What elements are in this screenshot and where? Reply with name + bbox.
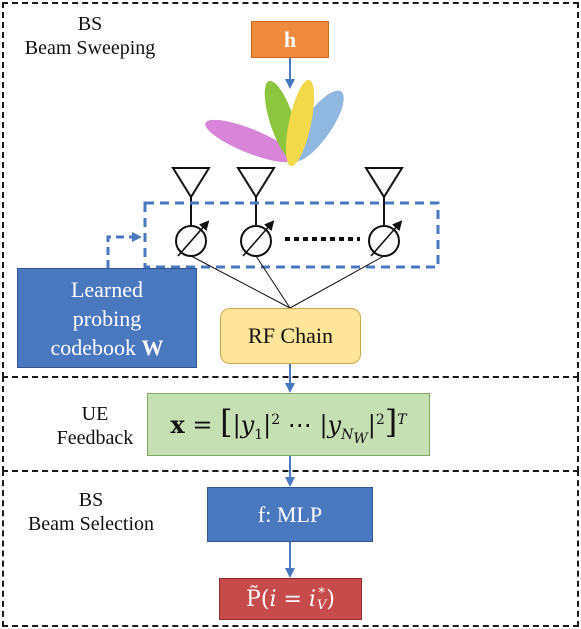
probability-output-block: P̃(i = i*V) — [219, 578, 362, 620]
feedback-open-bracket: [ — [220, 402, 233, 441]
antenna-1-icon — [171, 167, 211, 225]
prob-istar-sub: V — [316, 597, 327, 613]
phase-shifter-3-icon — [368, 220, 403, 257]
codebook-symbol-w: W — [141, 334, 164, 360]
link-shifter1-rf — [190, 255, 291, 309]
prob-istar-sup: * — [318, 585, 325, 601]
feedback-y1-sub: 1 — [254, 426, 264, 443]
mlp-block: f: MLP — [207, 487, 373, 542]
learned-codebook-line1: Learned — [70, 276, 144, 302]
channel-h-block: h — [251, 21, 329, 58]
beam-pattern-icon — [205, 79, 344, 167]
beam-sweeping-label: BS Beam Sweeping — [10, 12, 170, 60]
prob-open: ( — [260, 586, 270, 612]
learned-codebook-block: Learned probing codebook W — [17, 268, 197, 368]
prob-i: i — [269, 586, 277, 612]
learned-codebook-line2: probing — [72, 305, 142, 331]
beam-sweeping-label-line2: Beam Sweeping — [24, 37, 156, 59]
feedback-yn-sq: 2 — [375, 411, 385, 428]
feedback-formula: x = [|y1|2 ⋯ |yNW|2]T — [170, 402, 407, 447]
feedback-transpose: T — [397, 411, 407, 428]
feedback-y1-sq: 2 — [271, 411, 281, 428]
feedback-yn: y — [327, 410, 342, 439]
ue-feedback-label: UE Feedback — [40, 402, 150, 450]
beam-selection-label-line2: Beam Selection — [27, 513, 155, 535]
channel-h-label: h — [283, 26, 297, 52]
prob-istar: i — [308, 586, 316, 612]
link-shifter2-rf — [255, 255, 291, 309]
probability-formula: P̃(i = i*V) — [246, 587, 335, 612]
learned-codebook-text: codebook — [50, 334, 142, 360]
mlp-label: f: MLP — [257, 501, 323, 527]
antenna-3-icon — [364, 167, 404, 225]
phase-shifter-array-frame — [143, 201, 440, 269]
beam-selection-label: BS Beam Selection — [6, 488, 176, 536]
feedback-vector-block: x = [|y1|2 ⋯ |yNW|2]T — [147, 393, 430, 456]
prob-istar-scripts: *V — [316, 585, 327, 613]
feedback-eq: = — [184, 410, 221, 439]
codebook-to-array-link — [106, 232, 142, 268]
ue-feedback-label-line2: Feedback — [56, 427, 134, 449]
feedback-y1: y — [240, 410, 255, 439]
beam-selection-label-line1: BS — [78, 489, 104, 511]
feedback-x-symbol: x — [170, 409, 185, 439]
phase-shifter-2-icon — [240, 220, 275, 257]
rf-chain-block: RF Chain — [220, 308, 361, 364]
beam-magenta — [205, 119, 295, 163]
beam-sweeping-label-line1: BS — [77, 13, 103, 35]
phase-shifter-1-icon — [175, 220, 210, 257]
prob-close: ) — [326, 586, 335, 612]
prob-p-symbol: P̃ — [246, 586, 261, 612]
antenna-2-icon — [236, 167, 276, 225]
feedback-yn-subsub: W — [353, 430, 368, 447]
rf-chain-label: RF Chain — [248, 323, 333, 348]
learned-codebook-line3: codebook W — [50, 333, 163, 362]
ue-feedback-label-line1: UE — [81, 403, 109, 425]
prob-eq: = — [276, 586, 309, 612]
feedback-close-bracket: ] — [384, 402, 398, 441]
feedback-dots: ⋯ — [280, 410, 320, 439]
beam-yellow — [285, 79, 315, 167]
feedback-yn-sub: N — [341, 426, 354, 443]
link-shifter3-rf — [289, 255, 385, 309]
